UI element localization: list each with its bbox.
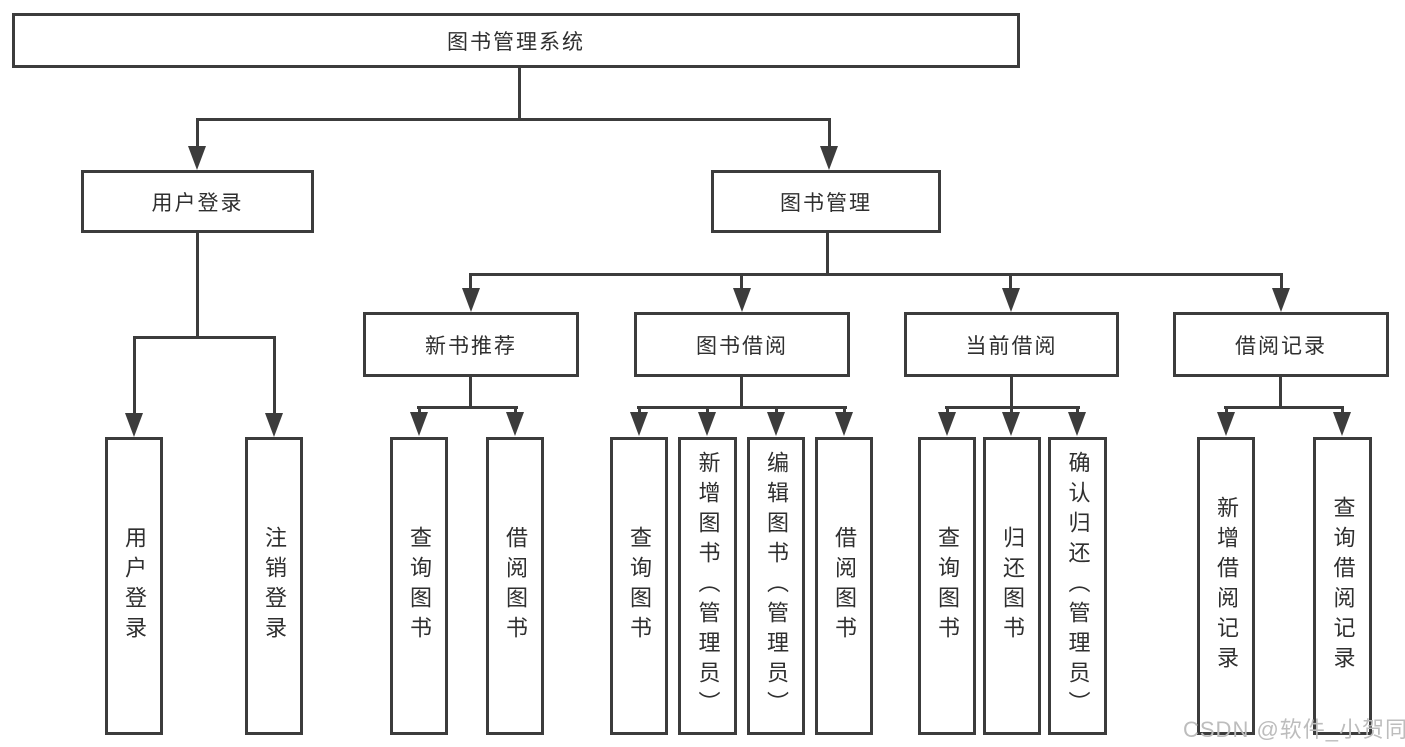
- leaf-user-login-label: 用户登录: [122, 526, 147, 646]
- node-new-book-recommend: 新书推荐: [363, 312, 579, 377]
- leaf-query-borrow-record-label: 查询借阅记录: [1330, 496, 1356, 676]
- leaf-current-query-book-label: 查询图书: [935, 526, 960, 646]
- connector-drop: [775, 406, 778, 415]
- connector-drop: [706, 406, 709, 415]
- connector-drop-leaf-logout: [273, 336, 276, 414]
- leaf-add-borrow-record-label: 新增借阅记录: [1214, 496, 1239, 676]
- arrow-down-icon: [698, 412, 716, 436]
- connector-user-login-stub: [196, 233, 199, 337]
- node-new-book-recommend-label: 新书推荐: [425, 334, 517, 358]
- arrow-down-icon: [125, 413, 143, 437]
- arrow-down-icon: [1272, 288, 1290, 312]
- node-book-management: 图书管理: [711, 170, 941, 233]
- leaf-recommend-borrow-book: 借阅图书: [486, 437, 544, 735]
- leaf-return-book: 归还图书: [983, 437, 1041, 735]
- connector-drop: [946, 406, 949, 415]
- leaf-recommend-query-book-label: 查询图书: [407, 526, 432, 646]
- connector-root-stub: [518, 68, 521, 118]
- connector-drop: [1225, 406, 1228, 415]
- leaf-edit-book-admin: 编辑图书（管理员）: [747, 437, 805, 735]
- node-current-borrow: 当前借阅: [904, 312, 1119, 377]
- arrow-down-icon: [1217, 412, 1235, 436]
- connector-borrow-records-bar: [1224, 406, 1344, 409]
- arrow-down-icon: [188, 146, 206, 170]
- connector-drop-current-borrow: [1009, 273, 1012, 290]
- arrow-down-icon: [1068, 412, 1086, 436]
- leaf-borrow-query-book: 查询图书: [610, 437, 668, 735]
- connector-drop-book-management: [828, 118, 831, 148]
- connector-drop-book-borrow: [740, 273, 743, 290]
- arrow-down-icon: [938, 412, 956, 436]
- leaf-logout: 注销登录: [245, 437, 303, 735]
- node-user-login-label: 用户登录: [151, 191, 244, 215]
- leaf-recommend-borrow-book-label: 借阅图书: [503, 526, 528, 646]
- connector-level2-bar: [196, 118, 830, 121]
- leaf-confirm-return-admin-label: 确认归还（管理员）: [1065, 451, 1091, 721]
- connector-level3-bar: [469, 273, 1283, 276]
- arrow-down-icon: [733, 288, 751, 312]
- connector-drop: [418, 406, 421, 415]
- connector-new-book-stub: [469, 377, 472, 408]
- node-root-label: 图书管理系统: [447, 30, 585, 54]
- connector-drop: [638, 406, 641, 415]
- arrow-down-icon: [462, 288, 480, 312]
- leaf-borrow-book: 借阅图书: [815, 437, 873, 735]
- leaf-add-book-admin: 新增图书（管理员）: [678, 437, 737, 735]
- leaf-current-query-book: 查询图书: [918, 437, 976, 735]
- leaf-user-login: 用户登录: [105, 437, 163, 735]
- connector-drop-new-book: [469, 273, 472, 290]
- arrow-down-icon: [1002, 288, 1020, 312]
- arrow-down-icon: [410, 412, 428, 436]
- leaf-confirm-return-admin: 确认归还（管理员）: [1048, 437, 1107, 735]
- arrow-down-icon: [630, 412, 648, 436]
- connector-new-book-bar: [417, 406, 518, 409]
- leaf-borrow-book-label: 借阅图书: [832, 526, 857, 646]
- arrow-down-icon: [820, 146, 838, 170]
- node-book-borrow-label: 图书借阅: [696, 334, 788, 358]
- leaf-add-book-admin-label: 新增图书（管理员）: [695, 451, 721, 721]
- node-book-management-label: 图书管理: [780, 191, 872, 215]
- connector-borrow-records-stub: [1279, 377, 1282, 408]
- connector-book-borrow-bar: [637, 406, 847, 409]
- node-borrow-records: 借阅记录: [1173, 312, 1389, 377]
- connector-drop: [1341, 406, 1344, 415]
- arrow-down-icon: [1002, 412, 1020, 436]
- arrow-down-icon: [835, 412, 853, 436]
- connector-drop: [843, 406, 846, 415]
- connector-current-borrow-stub: [1010, 377, 1013, 408]
- leaf-borrow-query-book-label: 查询图书: [627, 526, 652, 646]
- connector-book-borrow-stub: [740, 377, 743, 408]
- connector-drop-leaf-user-login: [133, 336, 136, 414]
- leaf-query-borrow-record: 查询借阅记录: [1313, 437, 1372, 735]
- leaf-logout-label: 注销登录: [262, 526, 287, 646]
- node-current-borrow-label: 当前借阅: [965, 334, 1058, 358]
- arrow-down-icon: [1333, 412, 1351, 436]
- leaf-return-book-label: 归还图书: [1000, 526, 1025, 646]
- arrow-down-icon: [265, 413, 283, 437]
- connector-drop: [514, 406, 517, 415]
- connector-drop-borrow-records: [1280, 273, 1283, 290]
- leaf-add-borrow-record: 新增借阅记录: [1197, 437, 1255, 735]
- node-user-login: 用户登录: [81, 170, 314, 233]
- connector-drop: [1076, 406, 1079, 415]
- node-book-borrow: 图书借阅: [634, 312, 850, 377]
- connector-user-login-bar: [133, 336, 276, 339]
- arrow-down-icon: [767, 412, 785, 436]
- csdn-watermark: CSDN @软件_小贺同学: [1183, 717, 1405, 742]
- node-borrow-records-label: 借阅记录: [1235, 334, 1327, 358]
- arrow-down-icon: [506, 412, 524, 436]
- connector-book-management-stub: [826, 233, 829, 276]
- node-root: 图书管理系统: [12, 13, 1020, 68]
- connector-drop-user-login: [196, 118, 199, 148]
- connector-drop: [1010, 406, 1013, 415]
- leaf-edit-book-admin-label: 编辑图书（管理员）: [764, 451, 789, 721]
- leaf-recommend-query-book: 查询图书: [390, 437, 448, 735]
